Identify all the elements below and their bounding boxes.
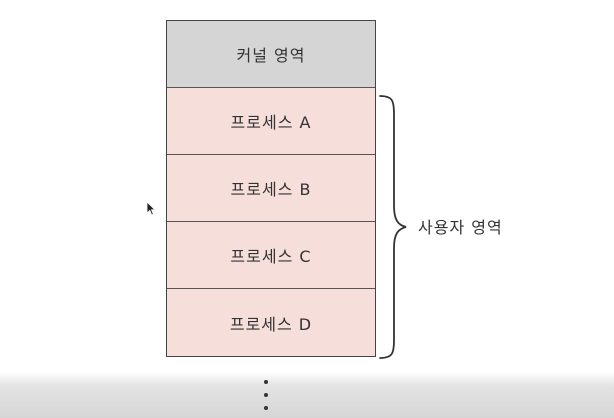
process-block-d: 프로세스 D (167, 289, 375, 356)
bottom-shade (0, 372, 614, 418)
process-label: 프로세스 D (229, 314, 313, 334)
kernel-space-block: 커널 영역 (167, 21, 375, 88)
process-block-b: 프로세스 B (167, 155, 375, 222)
mouse-cursor-icon (146, 201, 156, 216)
user-space-label: 사용자 영역 (418, 218, 503, 237)
process-block-c: 프로세스 C (167, 222, 375, 289)
process-label: 프로세스 C (230, 247, 312, 266)
memory-stack: 커널 영역 프로세스 A 프로세스 B 프로세스 C 프로세스 D (166, 20, 376, 357)
process-block-a: 프로세스 A (167, 88, 375, 155)
vertical-ellipsis-icon (259, 376, 273, 416)
kernel-space-label: 커널 영역 (236, 46, 306, 65)
process-label: 프로세스 B (230, 180, 312, 199)
user-space-brace (379, 95, 407, 359)
process-label: 프로세스 A (230, 113, 312, 132)
